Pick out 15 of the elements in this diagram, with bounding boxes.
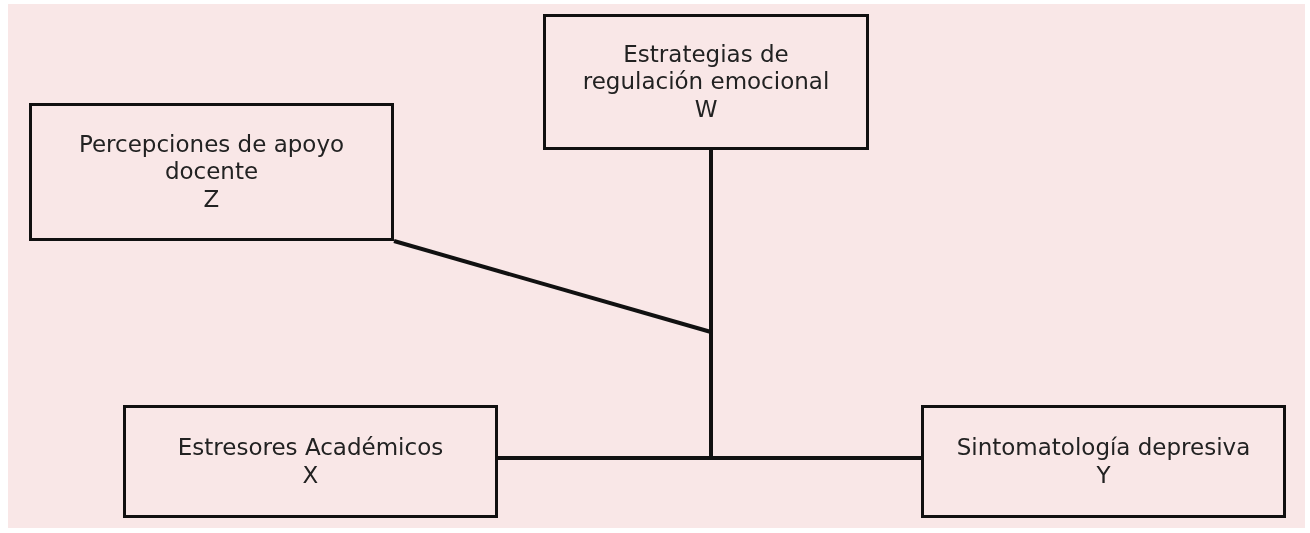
variable-name: Sintomatología depresiva	[956, 433, 1251, 462]
variable-box	[921, 405, 1286, 518]
connector-line	[393, 239, 712, 334]
variable-letter: Z	[203, 185, 220, 214]
variable-letter: W	[694, 95, 718, 124]
variable-name: Estrategias de regulación emocional	[581, 40, 831, 96]
variable-name: Estresores Académicos	[177, 433, 444, 462]
variable-name: Percepciones de apoyo docente	[77, 130, 346, 186]
variable-letter: Y	[1096, 461, 1111, 490]
variable-box	[123, 405, 498, 518]
variable-box	[543, 14, 869, 150]
connector-line	[498, 456, 921, 460]
variable-box	[29, 103, 394, 241]
connector-line	[709, 150, 713, 458]
variable-letter: X	[302, 461, 319, 490]
